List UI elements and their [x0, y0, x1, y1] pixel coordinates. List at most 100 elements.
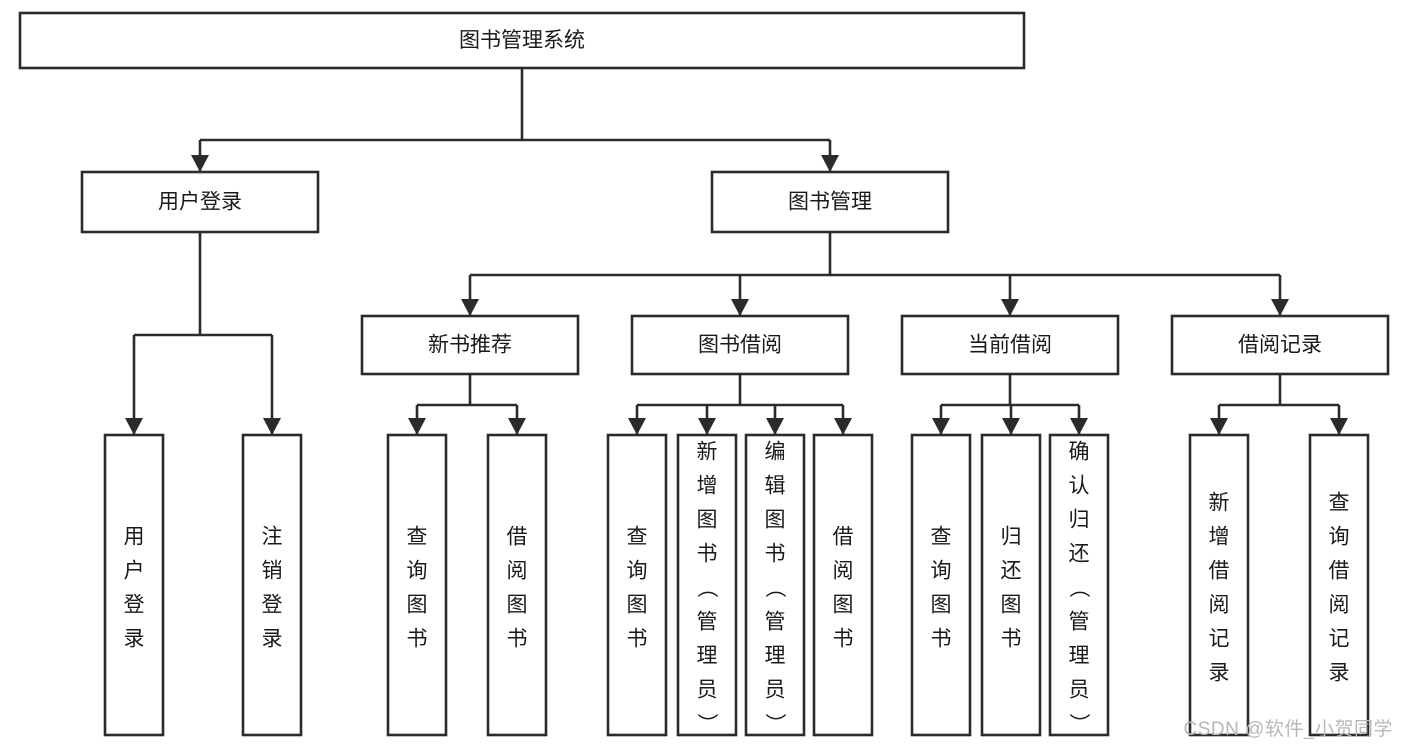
node-box-nbr-query-book: [386, 433, 448, 737]
node-box-root: [18, 11, 1026, 70]
node-book-borrow[interactable]: 图书借阅: [630, 314, 850, 376]
node-label-char-cb-confirm-return-8: ）: [1067, 713, 1090, 734]
node-box-book-borrow: [630, 314, 850, 376]
node-box-new-book-rec: [360, 314, 580, 376]
node-box-br-add-record: [1188, 433, 1250, 737]
node-label-char-bb-add-book-0: 新: [697, 441, 718, 464]
arrow-head-icon: [1271, 299, 1289, 316]
node-label-char-br-query-record-1: 询: [1329, 526, 1350, 549]
node-label-char-bb-add-book-2: 图: [697, 509, 718, 532]
edge-group-current-borrow: [932, 374, 1088, 435]
node-box-leaf-user-login: [103, 433, 165, 737]
node-label-char-cb-query-book-2: 图: [931, 594, 952, 617]
arrow-head-icon: [731, 299, 749, 316]
arrow-head-icon: [698, 418, 716, 435]
node-label-char-cb-confirm-return-2: 归: [1069, 509, 1090, 532]
node-user-login[interactable]: 用户登录: [80, 170, 320, 234]
node-label-char-cb-confirm-return-6: 理: [1069, 645, 1090, 668]
node-label-char-br-add-record-1: 增: [1209, 526, 1230, 549]
node-label-char-cb-query-book-1: 询: [931, 560, 952, 583]
arrow-head-icon: [1210, 418, 1228, 435]
node-label-char-nbr-borrow-book-1: 阅: [507, 560, 528, 583]
arrow-head-icon: [263, 418, 281, 435]
node-label-char-cb-confirm-return-7: 员: [1069, 679, 1090, 702]
node-label-borrow-record: 借阅记录: [1238, 334, 1322, 357]
edge-group-root: [191, 68, 839, 172]
node-borrow-record[interactable]: 借阅记录: [1170, 314, 1390, 376]
node-label-char-br-add-record-3: 阅: [1209, 594, 1230, 617]
node-label-user-login: 用户登录: [158, 191, 242, 214]
node-root[interactable]: 图书管理系统: [18, 11, 1026, 70]
arrow-head-icon: [125, 418, 143, 435]
nodes-layer: 图书管理系统用户登录图书管理新书推荐图书借阅当前借阅借阅记录用户登录注销登录查询…: [18, 11, 1390, 737]
node-label-char-bb-borrow-book-0: 借: [833, 526, 854, 549]
node-label-char-br-query-record-0: 查: [1329, 492, 1350, 515]
node-label-char-leaf-user-login-0: 用: [124, 526, 145, 549]
node-label-char-cb-return-book-3: 书: [1001, 628, 1022, 651]
node-label-char-bb-add-book-8: ）: [695, 713, 718, 734]
node-leaf-user-login[interactable]: 用户登录: [103, 433, 165, 737]
node-label-char-bb-edit-book-6: 理: [765, 645, 786, 668]
node-label-char-br-query-record-5: 录: [1329, 662, 1350, 685]
arrow-head-icon: [1070, 418, 1088, 435]
arrow-head-icon: [408, 418, 426, 435]
node-label-char-bb-add-book-6: 理: [697, 645, 718, 668]
node-label-char-cb-confirm-return-1: 认: [1069, 475, 1090, 498]
node-box-bb-borrow-book: [812, 433, 874, 737]
node-label-char-leaf-user-login-1: 户: [124, 560, 145, 583]
node-label-char-leaf-user-logout-1: 销: [262, 560, 283, 583]
node-label-char-bb-query-book-0: 查: [627, 526, 648, 549]
node-label-book-management: 图书管理: [788, 191, 872, 214]
node-label-char-cb-confirm-return-3: 还: [1069, 543, 1090, 566]
edge-group-new-book-rec: [408, 374, 526, 435]
node-box-cb-return-book: [980, 433, 1042, 737]
node-current-borrow[interactable]: 当前借阅: [900, 314, 1120, 376]
node-label-root: 图书管理系统: [459, 29, 585, 52]
node-label-char-bb-add-book-3: 书: [697, 543, 718, 566]
arrow-head-icon: [932, 418, 950, 435]
node-label-char-nbr-query-book-2: 图: [407, 594, 428, 617]
node-label-char-leaf-user-logout-2: 登: [262, 594, 283, 617]
node-box-nbr-borrow-book: [486, 433, 548, 737]
node-label-char-cb-return-book-0: 归: [1001, 526, 1022, 549]
node-label-char-br-query-record-3: 阅: [1329, 594, 1350, 617]
node-new-book-rec[interactable]: 新书推荐: [360, 314, 580, 376]
arrow-head-icon: [508, 418, 526, 435]
node-label-current-borrow: 当前借阅: [968, 334, 1052, 357]
node-box-leaf-user-logout: [241, 433, 303, 737]
node-label-char-bb-query-book-1: 询: [627, 560, 648, 583]
edge-group-borrow-record: [1210, 374, 1348, 435]
node-label-char-cb-confirm-return-5: 管: [1069, 611, 1090, 634]
node-label-char-leaf-user-logout-3: 录: [262, 628, 283, 651]
node-label-char-bb-borrow-book-2: 图: [833, 594, 854, 617]
arrow-head-icon: [766, 418, 784, 435]
node-label-char-br-query-record-2: 借: [1329, 560, 1350, 583]
node-label-char-cb-return-book-2: 图: [1001, 594, 1022, 617]
node-label-char-leaf-user-login-3: 录: [124, 628, 145, 651]
node-label-char-nbr-query-book-1: 询: [407, 560, 428, 583]
node-label-new-book-rec: 新书推荐: [428, 334, 512, 357]
node-label-char-bb-edit-book-4: （: [763, 577, 786, 598]
node-label-char-cb-confirm-return-0: 确: [1069, 441, 1090, 464]
node-label-char-bb-add-book-7: 员: [697, 679, 718, 702]
node-box-current-borrow: [900, 314, 1120, 376]
node-label-char-bb-add-book-4: （: [695, 577, 718, 598]
node-book-management[interactable]: 图书管理: [710, 170, 950, 234]
node-box-borrow-record: [1170, 314, 1390, 376]
node-label-char-leaf-user-login-2: 登: [124, 594, 145, 617]
node-box-bb-edit-book: [744, 433, 806, 737]
node-label-char-cb-query-book-0: 查: [931, 526, 952, 549]
